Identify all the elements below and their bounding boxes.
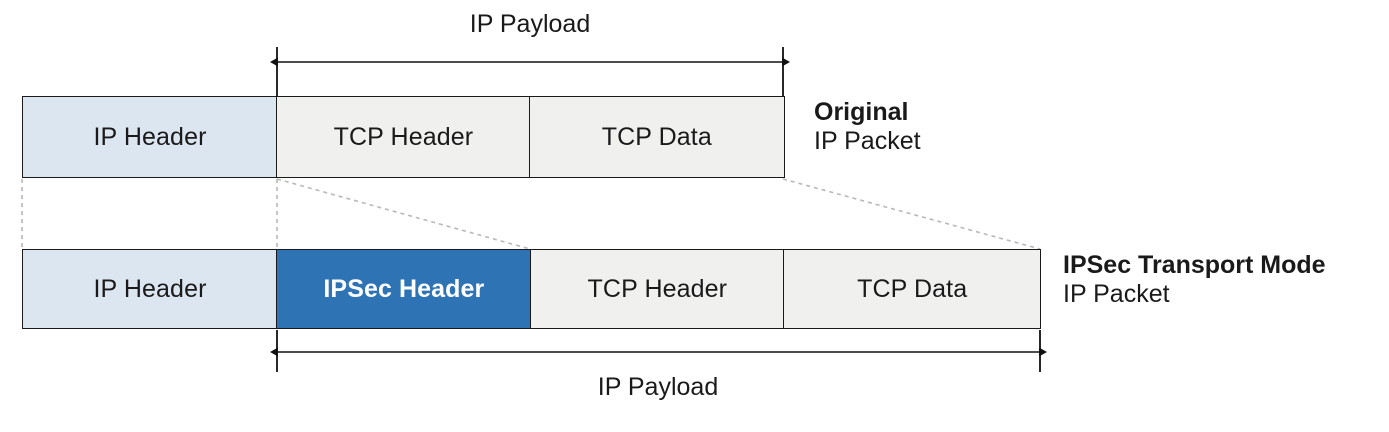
ipsec-field-tcp-header-label: TCP Header <box>587 274 728 303</box>
original-packet-subtitle: IP Packet <box>814 127 921 155</box>
ipsec-packet-title: IPSec Transport Mode <box>1063 251 1326 279</box>
connector-diagonal-right <box>782 178 1041 250</box>
bottom-payload-label: IP Payload <box>597 373 719 401</box>
original-packet-side-label: Original IP Packet <box>814 98 921 156</box>
ipsec-field-tcp-data: TCP Data <box>783 249 1042 329</box>
ipsec-field-ipsec-header: IPSec Header <box>276 249 532 329</box>
top-payload-label: IP Payload <box>469 10 591 38</box>
original-packet-title: Original <box>814 98 909 126</box>
ipsec-packet-side-label: IPSec Transport Mode IP Packet <box>1063 251 1326 309</box>
original-field-tcp-data-label: TCP Data <box>601 122 712 151</box>
connector-diagonal-left <box>276 178 531 250</box>
original-field-ip-header-label: IP Header <box>93 122 207 151</box>
original-field-ip-header: IP Header <box>22 96 278 178</box>
ipsec-packet-subtitle: IP Packet <box>1063 280 1170 308</box>
ipsec-field-ip-header-label: IP Header <box>93 274 207 303</box>
original-field-tcp-header-label: TCP Header <box>333 122 474 151</box>
ipsec-field-ipsec-header-label: IPSec Header <box>323 274 485 303</box>
ipsec-field-ip-header: IP Header <box>22 249 278 329</box>
ipsec-field-tcp-header: TCP Header <box>529 249 785 329</box>
ipsec-field-tcp-data-label: TCP Data <box>857 274 968 303</box>
original-field-tcp-data: TCP Data <box>528 96 785 178</box>
original-field-tcp-header: TCP Header <box>276 96 531 178</box>
